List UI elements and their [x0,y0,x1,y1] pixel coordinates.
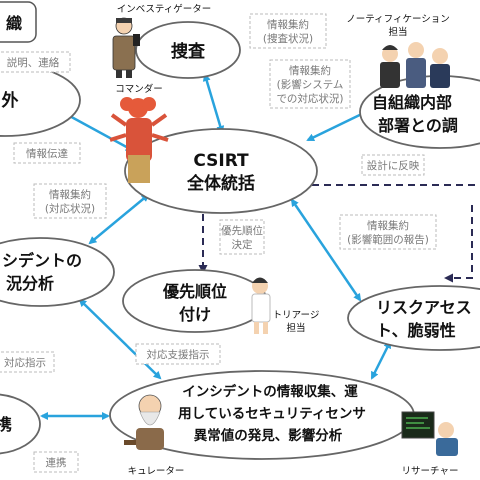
arrow-csirt-risk [290,198,362,302]
ellipse-csirt-line-2: 全体統括 [186,173,255,194]
label-taiou-shien: 対応支援指示 [147,348,210,361]
ellipse-collect-line-2: 用しているセキュリティセンサ [178,406,366,422]
role-notification-2: 担当 [388,26,407,38]
label-setsumei: 説明、連絡 [7,56,60,69]
role-curator: キュレーター [128,466,185,477]
ellipse-gai: 外 [0,63,81,137]
ellipse-jisoshiki: 自組織内部 部署との調 [359,75,480,149]
label-eikyou-sys-3: での対応状況) [276,92,343,105]
ellipse-collect-line-1: インシデントの情報収集、運 [182,383,358,400]
label-dentatsu: 情報伝達 [26,147,68,160]
label-eikyou-sys-2: (影響システム [277,78,344,91]
label-box-shuyaku-sousa [249,13,327,49]
label-shuyaku-sousa-1: 情報集約 [267,18,309,31]
label-shuyaku-sousa-2: (捜査状況) [263,32,313,45]
label-box-renkei [33,451,79,473]
commander-figure [109,97,169,183]
ellipse-collect-line-3: 異常値の発見、影響分析 [194,427,343,444]
role-notification-1: ノーティフィケーション [346,14,450,25]
ellipse-priority-line-1: 優先順位 [162,282,227,301]
label-box-sekkei [361,154,425,176]
label-box-setsumei [0,51,71,73]
ellipse-collect: インシデントの情報収集、運 用しているセキュリティセンサ 異常値の発見、影響分析 [109,370,415,460]
ellipse-kei: 携 [0,393,41,455]
ellipse-risk-line-2: ト、脆弱性 [376,321,456,340]
role-commander: コマンダー [115,83,163,95]
label-shuyaku-taiou-2: (対応状況) [45,202,95,215]
role-triage-2: 担当 [286,322,305,334]
label-box-shuyaku-eikyou-sys [269,59,351,109]
ellipse-jisoshiki-line-1: 自組織内部 [372,93,452,112]
ellipse-jisoshiki-line-2: 部署との調 [378,116,458,135]
label-box-shuyaku-eikyou-hani [339,214,437,250]
ellipse-priority: 優先順位 付け [122,269,268,333]
arrow-csirt-analysis [88,193,150,245]
researcher-figure [401,411,458,456]
role-investigator: インベスティゲーター [117,3,212,15]
label-box-taiou-shiji [0,351,55,373]
notification-figure [380,42,450,88]
label-renkei: 連携 [46,456,67,469]
label-box-dentatsu [13,142,81,164]
corner-box: 織 [0,1,37,43]
label-yusen-kettei-2: 決定 [232,238,253,251]
ellipse-csirt-line-1: CSIRT [193,151,249,171]
investigator-figure [112,17,140,78]
connector-arrows [40,73,392,420]
label-box-taiou-shien [135,343,221,365]
ellipse-risk: リスクアセス ト、脆弱性 [347,285,480,351]
label-texts: 説明、連絡 情報集約 (捜査状況) 情報集約 (影響システム での対応状況) 情… [4,18,429,469]
label-boxes [0,13,437,473]
label-eikyou-sys-1: 情報集約 [289,64,331,77]
ellipse-kei-line-1: 携 [0,415,12,434]
ellipse-gai-line-1: 外 [2,90,19,111]
label-eikyou-hani-1: 情報集約 [367,219,409,232]
label-box-shuyaku-taiou [33,183,107,219]
role-triage-1: トリアージ [273,310,320,321]
ellipse-priority-line-2: 付け [179,305,211,324]
arrow-risk-collect [370,340,392,380]
arrow-analysis-collect [78,298,162,380]
label-shuyaku-taiou-1: 情報集約 [49,188,91,201]
dashed-arrow-right-down [444,205,473,283]
ellipse-analysis-line-1: シデントの [2,251,82,270]
dashed-arrows [198,184,480,283]
triage-figure [251,277,271,334]
ellipse-analysis-line-2: 況分析 [6,274,54,293]
ellipse-incident-analysis: シデントの 況分析 [0,237,115,307]
ellipse-risk-line-1: リスクアセス [376,298,472,317]
role-researcher: リサーチャー [402,466,459,477]
ellipse-sousa-line-1: 捜査 [171,41,206,62]
arrow-csirt-sousa [202,73,225,134]
label-sekkei: 設計に反映 [367,159,420,172]
curator-figure [124,394,164,450]
corner-box-text: 織 [6,14,22,33]
ellipse-csirt: CSIRT 全体統括 [124,128,318,214]
ellipse-sousa: 捜査 [135,21,241,79]
label-eikyou-hani-2: (影響範囲の報告) [347,233,429,246]
label-box-yusen-kettei [219,219,265,255]
label-yusen-kettei-1: 優先順位 [221,224,263,237]
label-taiou-shiji: 対応指示 [4,356,46,369]
